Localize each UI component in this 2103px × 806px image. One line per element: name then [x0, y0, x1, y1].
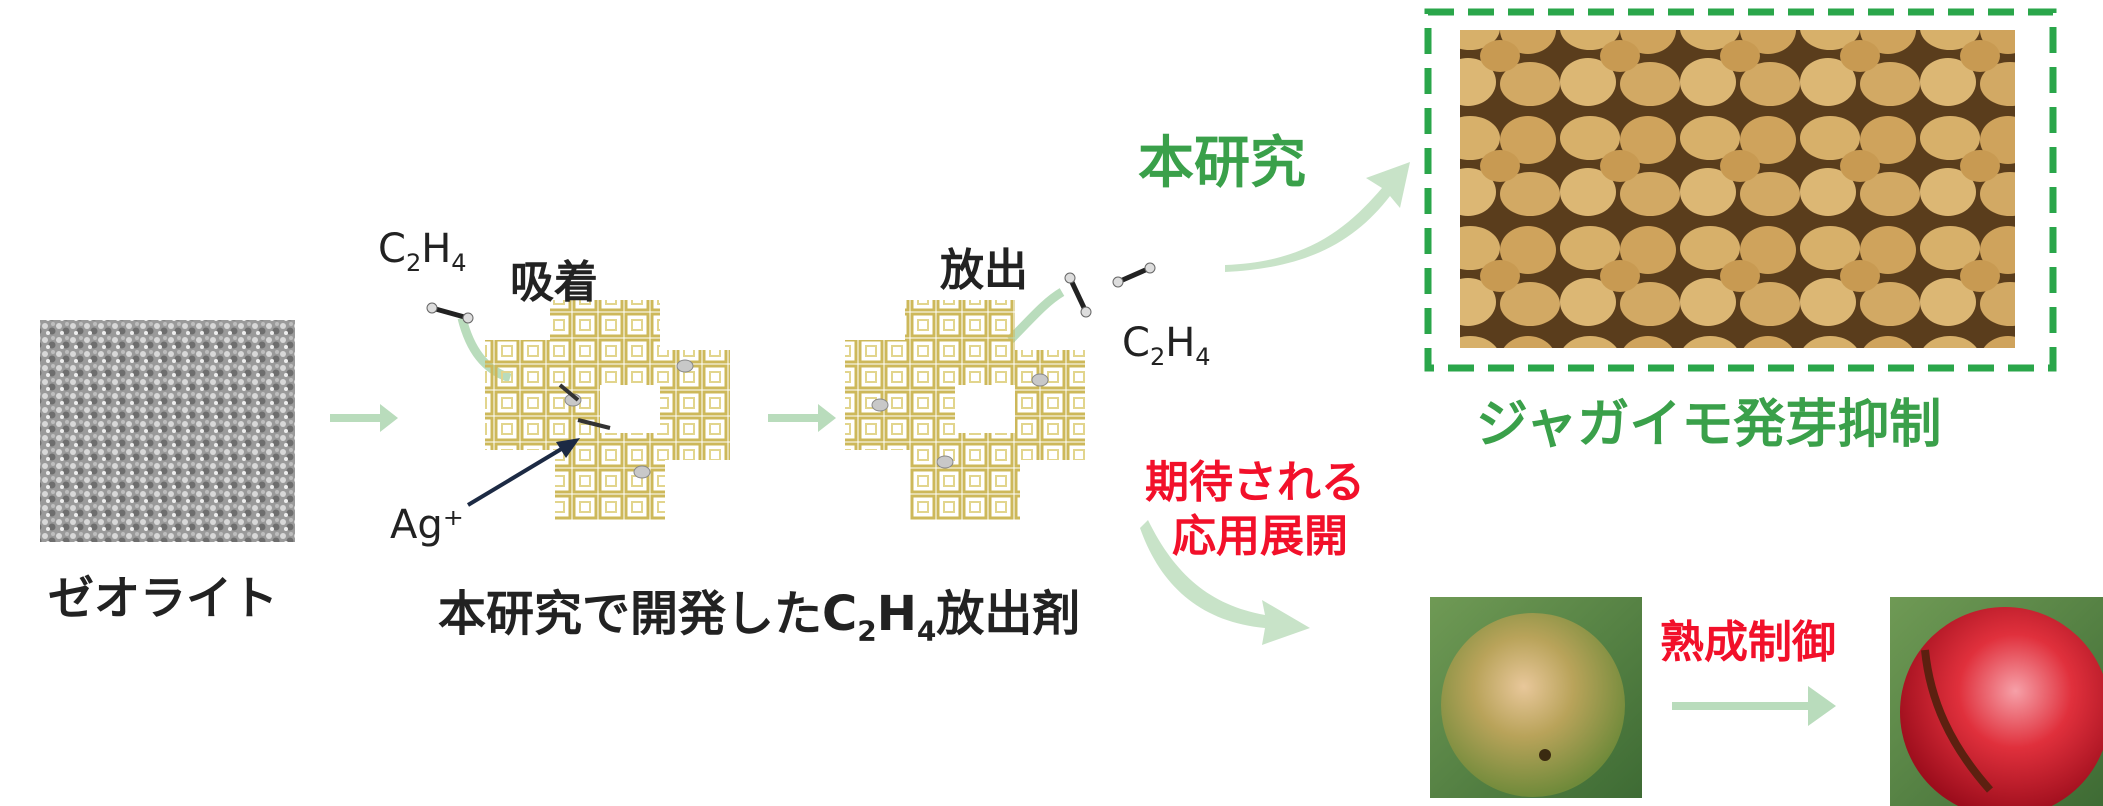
green-apple-photo: [1430, 597, 1642, 798]
ripening-control-label: 熟成制御: [1660, 617, 1836, 668]
arrow-framework-to-framework: [768, 404, 836, 432]
potato-dashed-frame: [1424, 8, 2057, 372]
potato-sprout-suppression-label: ジャガイモ発芽抑制: [1476, 395, 1942, 455]
release-agent-caption: 本研究で開発したC2H4放出剤: [438, 586, 1081, 648]
arrow-release: [1006, 288, 1065, 344]
this-study-label: 本研究: [1138, 131, 1306, 196]
zeolite-photo: [40, 320, 295, 542]
arrow-zeolite-to-framework: [330, 404, 398, 432]
release-label: 放出: [940, 245, 1028, 296]
red-apple-photo: [1890, 597, 2103, 806]
framework-adsorbed: [485, 300, 730, 520]
ethylene-formula-left: C2H4: [378, 226, 467, 277]
arrow-this-study: [1225, 162, 1410, 272]
arrow-expected: [1140, 520, 1310, 645]
ethylene-formula-right: C2H4: [1122, 320, 1211, 371]
adsorption-label: 吸着: [510, 257, 598, 308]
arrow-bottom-ripening: [1672, 686, 1836, 726]
potato-photo: [1460, 30, 2015, 348]
ag-ion-label: Ag⁺: [390, 502, 464, 548]
ethylene-molecule-right-1: [1064, 272, 1092, 318]
zeolite-label: ゼオライト: [48, 571, 278, 625]
expected-applications-line1: 期待される: [1145, 457, 1365, 508]
expected-applications-line2: 応用展開: [1172, 511, 1348, 562]
ethylene-molecule-left: [426, 302, 474, 324]
ethylene-molecule-right-2: [1112, 262, 1156, 288]
ag-arrow: [466, 443, 570, 507]
framework-release: [845, 300, 1085, 520]
